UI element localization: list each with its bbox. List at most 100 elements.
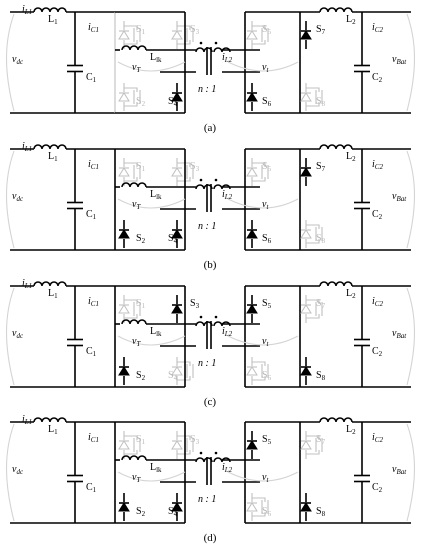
label-ic1: iC1 <box>88 296 99 308</box>
label-s7: S7 <box>316 161 326 173</box>
label-s7: S7 <box>316 434 326 446</box>
switch-s7 <box>300 295 323 323</box>
vt-secondary-arrow <box>227 198 299 209</box>
switch-s3 <box>171 431 194 459</box>
label-s2: S2 <box>136 233 146 245</box>
label-s4: S4 <box>168 506 178 518</box>
label-vbat: vBat <box>392 191 407 203</box>
label-l1: L1 <box>48 424 58 436</box>
label-s5: S5 <box>262 298 272 310</box>
source-left-arrow <box>5 13 15 112</box>
label-il2: iL2 <box>222 462 233 474</box>
capacitor-c2 <box>354 462 370 495</box>
label-c2: C2 <box>372 72 383 84</box>
switch-s2 <box>118 493 130 521</box>
label-s3: S3 <box>190 161 200 173</box>
label-vt-primary: vT <box>132 199 141 211</box>
inductor-l2 <box>319 281 353 287</box>
label-vt-secondary: vt <box>262 62 269 74</box>
label-l1: L1 <box>48 14 58 26</box>
switch-s4 <box>171 220 183 248</box>
label-s5: S5 <box>262 24 272 36</box>
inductor-llk <box>121 182 147 188</box>
label-s1: S1 <box>136 24 146 36</box>
label-llk: Llk <box>150 52 162 64</box>
capacitor-c2 <box>354 326 370 359</box>
label-c2: C2 <box>372 209 383 221</box>
label-vt-secondary: vt <box>262 472 269 484</box>
switch-s1 <box>118 21 141 49</box>
vt-primary-arrow <box>117 471 186 482</box>
switch-s6 <box>246 357 269 385</box>
vt-primary-arrow <box>117 61 186 72</box>
switch-s4 <box>171 83 183 111</box>
label-il1: iL1 <box>22 141 32 153</box>
inductor-l1 <box>33 281 67 287</box>
switch-s5 <box>246 21 269 49</box>
label-l1: L1 <box>48 288 58 300</box>
label-vt-primary: vT <box>132 62 141 74</box>
switch-s6 <box>246 83 258 111</box>
switch-s4 <box>171 493 183 521</box>
switch-s8 <box>300 357 312 385</box>
label-s8: S8 <box>316 233 326 245</box>
switch-s8 <box>300 83 323 111</box>
label-vdc: vdc <box>12 191 24 203</box>
switch-s5 <box>246 431 258 459</box>
source-left-arrow <box>5 150 15 249</box>
switch-s8 <box>300 220 323 248</box>
label-turns-ratio: n : 1 <box>198 221 216 232</box>
capacitor-c1 <box>67 462 83 495</box>
inductor-l2 <box>319 417 353 423</box>
label-s5: S5 <box>262 434 272 446</box>
label-il2: iL2 <box>222 52 233 64</box>
label-s7: S7 <box>316 24 326 36</box>
label-vt-secondary: vt <box>262 336 269 348</box>
label-turns-ratio: n : 1 <box>198 84 216 95</box>
label-c1: C1 <box>86 346 97 358</box>
label-s6: S6 <box>262 233 272 245</box>
transformer <box>195 315 231 349</box>
label-il1: iL1 <box>22 4 32 16</box>
capacitor-c1 <box>67 52 83 85</box>
inductor-l2 <box>319 7 353 13</box>
label-vt-primary: vT <box>132 336 141 348</box>
label-ic1: iC1 <box>88 22 99 34</box>
label-vt-secondary: vt <box>262 199 269 211</box>
label-c1: C1 <box>86 209 97 221</box>
source-right-arrow <box>406 287 416 386</box>
switch-s3 <box>171 295 183 323</box>
label-s8: S8 <box>316 506 326 518</box>
label-s4: S4 <box>168 96 178 108</box>
source-left-arrow <box>5 287 15 386</box>
label-llk: Llk <box>150 189 162 201</box>
panel-caption: (c) <box>204 396 217 408</box>
switch-s6 <box>246 493 269 521</box>
vt-primary-arrow <box>117 198 186 209</box>
label-il2: iL2 <box>222 189 233 201</box>
label-l1: L1 <box>48 151 58 163</box>
transformer <box>195 451 231 485</box>
label-s3: S3 <box>190 298 200 310</box>
source-right-arrow <box>406 13 416 112</box>
label-il1: iL1 <box>22 414 32 426</box>
panel-caption: (a) <box>204 122 217 134</box>
label-l2: L2 <box>346 151 356 163</box>
label-vbat: vBat <box>392 464 407 476</box>
label-vdc: vdc <box>12 54 24 66</box>
label-llk: Llk <box>150 462 162 474</box>
source-left-arrow <box>5 423 15 522</box>
label-il1: iL1 <box>22 278 32 290</box>
transformer <box>195 178 231 212</box>
label-s5: S5 <box>262 161 272 173</box>
label-s1: S1 <box>136 434 146 446</box>
inductor-llk <box>121 455 147 461</box>
label-s8: S8 <box>316 96 326 108</box>
switch-s8 <box>300 493 312 521</box>
label-s2: S2 <box>136 96 146 108</box>
label-turns-ratio: n : 1 <box>198 358 216 369</box>
transformer <box>195 41 231 75</box>
